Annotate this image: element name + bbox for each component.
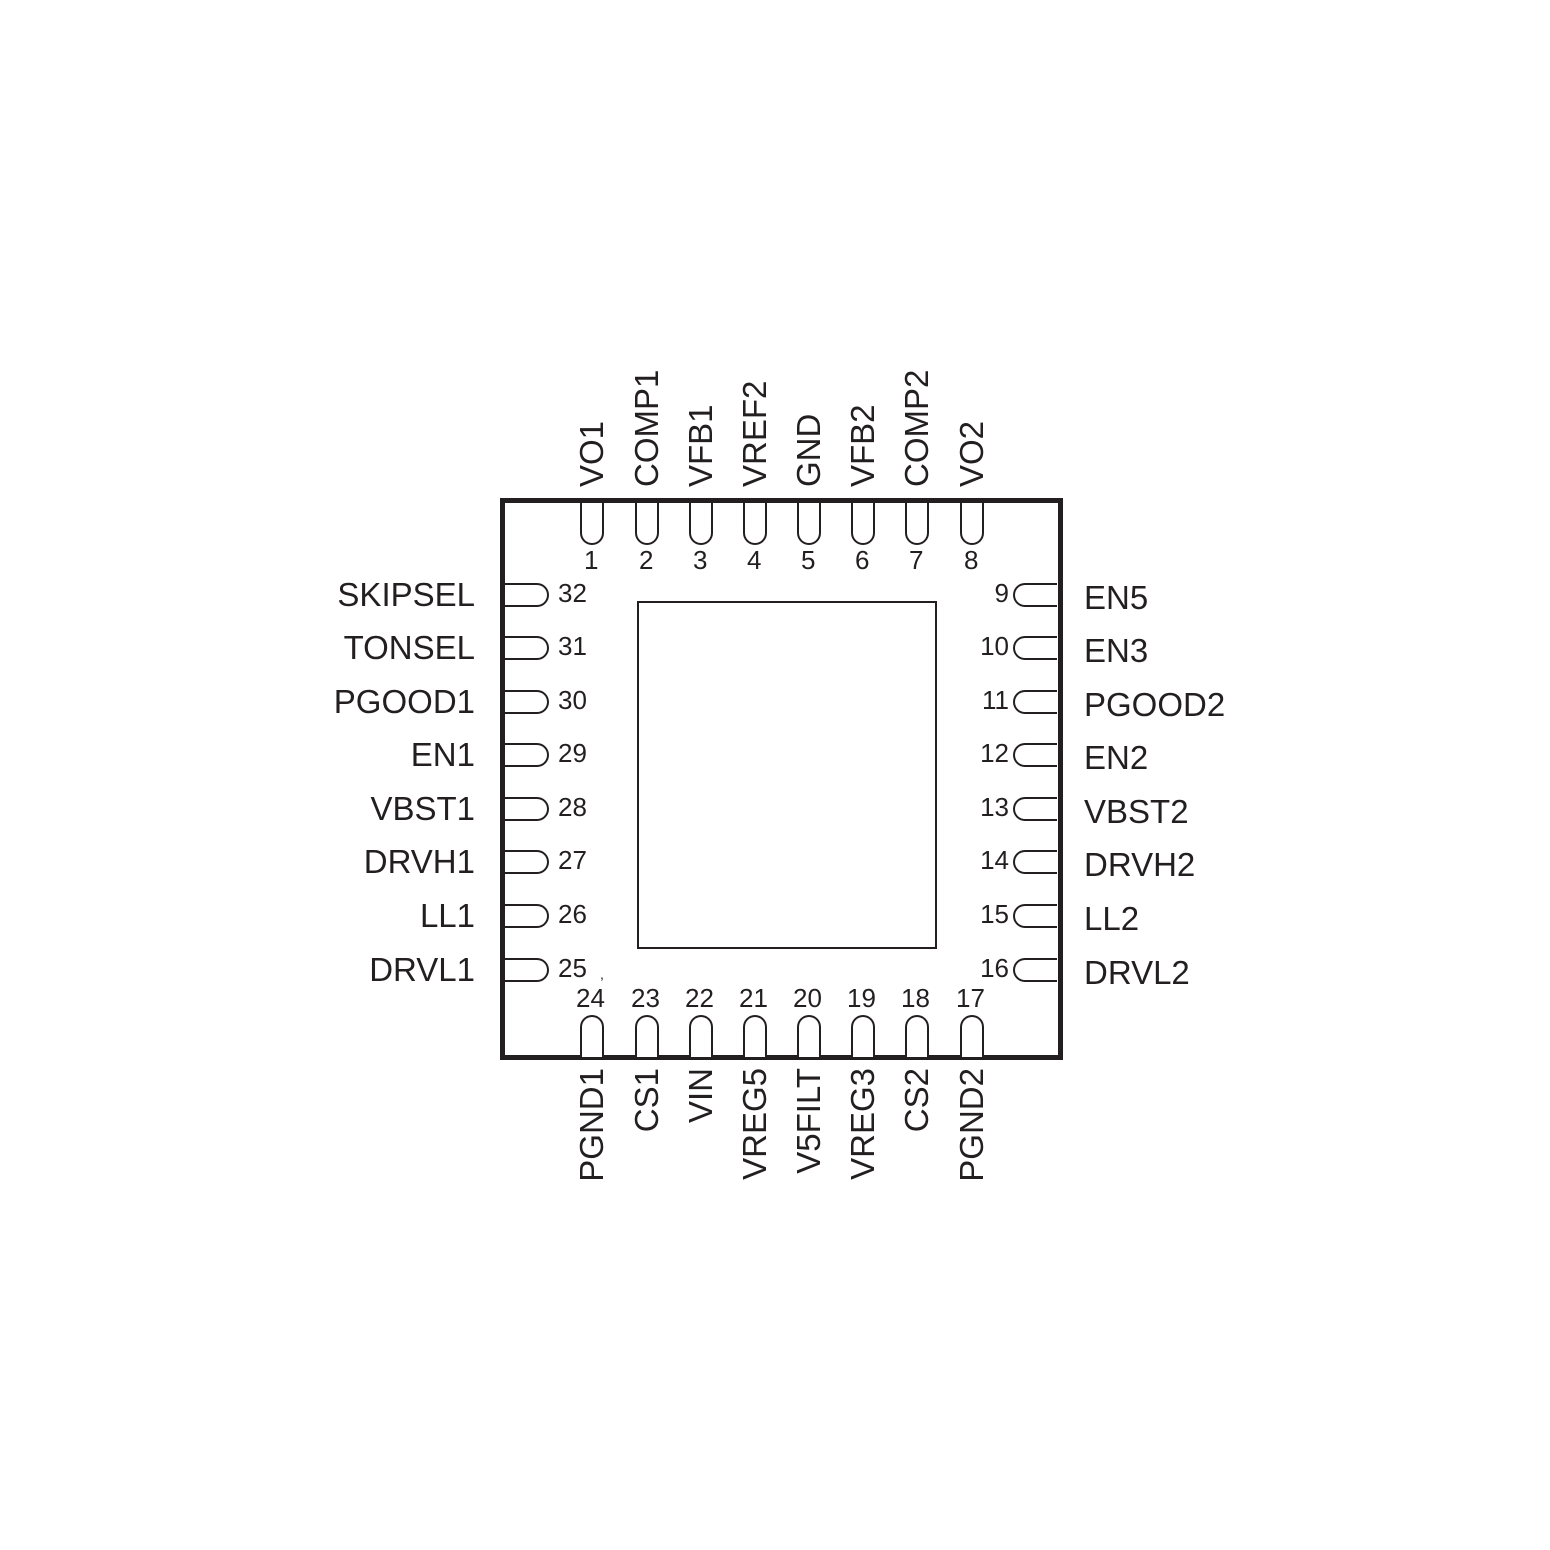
pin-lead-right [1013,690,1057,714]
pin-number: 25 [558,953,587,983]
pin-lead-left [505,583,549,607]
pin-number: 21 [739,983,768,1013]
pin-lead-left [505,850,549,874]
package-outline [500,498,1063,1060]
pin-name: TONSEL [343,629,475,666]
pin-name: VO2 [953,420,990,487]
pin-name: DRVH1 [363,843,475,880]
pin-lead-bottom [960,1015,984,1057]
pin-lead-right [1013,958,1057,982]
pin-name: CS2 [898,1068,935,1133]
pin-number: 11 [982,685,1009,715]
pin-number: 28 [558,792,587,822]
pin-number: 31 [558,631,587,661]
pin-number: 29 [558,738,587,768]
pin-lead-right [1013,850,1057,874]
pin-name: VBST2 [1084,793,1189,830]
pin-name: SKIPSEL [337,576,475,613]
pin-number: 18 [901,983,930,1013]
pin-lead-bottom [905,1015,929,1057]
pin-lead-top [960,503,984,545]
pin-name: EN5 [1084,579,1149,616]
pin-name: VREG3 [844,1068,881,1180]
pin-number: 15 [980,899,1009,929]
pin-number: 32 [558,578,587,608]
pin-name: COMP1 [628,369,665,487]
pin-name: DRVL1 [369,951,475,988]
pin-number: 12 [980,738,1009,768]
pin-name: VFB1 [682,404,719,487]
thermal-pad [637,601,937,949]
pin-lead-bottom [743,1015,767,1057]
pin-lead-bottom [851,1015,875,1057]
pin-number: 30 [558,685,587,715]
pin-lead-left [505,743,549,767]
pin-name: DRVL2 [1084,954,1190,991]
pin-name: CS1 [628,1068,665,1133]
pin-number: 9 [994,578,1009,608]
pin-lead-left [505,958,549,982]
pin-lead-bottom [689,1015,713,1057]
pin-name: EN2 [1084,739,1149,776]
pin-number: 7 [909,545,924,575]
pin-lead-bottom [635,1015,659,1057]
pin-lead-left [505,904,549,928]
pin-name: EN1 [410,736,475,773]
pin-number: 20 [793,983,822,1013]
pin-number: 26 [558,899,587,929]
pin-number: 24 [576,983,605,1013]
pin-name: PGND2 [953,1068,990,1182]
pin-lead-right [1013,583,1057,607]
pin-number: 1 [584,545,599,575]
stray-mark: , [600,966,604,982]
pin-name: VFB2 [844,404,881,487]
pin-number: 16 [980,953,1009,983]
pin-lead-top [851,503,875,545]
pin-lead-right [1013,797,1057,821]
pin-lead-top [635,503,659,545]
pin-name: GND [790,413,827,487]
pin-number: 8 [964,545,979,575]
pin-number: 14 [980,845,1009,875]
pin-name: VREF2 [736,380,773,487]
pin-lead-right [1013,743,1057,767]
pin-number: 27 [558,845,587,875]
pin-name: VREG5 [736,1068,773,1180]
pin-name: PGOOD2 [1084,686,1226,723]
pin-lead-bottom [580,1015,604,1057]
pin-number: 10 [980,631,1009,661]
pin-name: LL2 [1084,900,1140,937]
pin-number: 23 [631,983,660,1013]
pin-number: 2 [639,545,654,575]
pin-number: 17 [956,983,985,1013]
pin-name: VO1 [573,420,610,487]
pin-lead-right [1013,636,1057,660]
pin-name: VIN [682,1068,719,1124]
pin-name: LL1 [419,897,475,934]
pin-number: 22 [685,983,714,1013]
pin-lead-right [1013,904,1057,928]
pin-name: VBST1 [370,790,475,827]
pin-lead-left [505,690,549,714]
pin-number: 13 [980,792,1009,822]
pin-lead-top [580,503,604,545]
pin-number: 4 [747,545,762,575]
pin-number: 6 [855,545,870,575]
pin-name: PGOOD1 [333,683,475,720]
pin-name: EN3 [1084,632,1149,669]
pin-lead-top [689,503,713,545]
pin-name: COMP2 [898,369,935,487]
pin-number: 19 [847,983,876,1013]
pin-number: 3 [693,545,708,575]
pin-lead-top [797,503,821,545]
pin-lead-top [905,503,929,545]
pin-number: 5 [801,545,816,575]
pin-name: DRVH2 [1084,846,1196,883]
pin-lead-top [743,503,767,545]
pin-lead-bottom [797,1015,821,1057]
pin-lead-left [505,636,549,660]
pin-lead-left [505,797,549,821]
pin-name: V5FILT [790,1068,827,1174]
pin-name: PGND1 [573,1068,610,1182]
